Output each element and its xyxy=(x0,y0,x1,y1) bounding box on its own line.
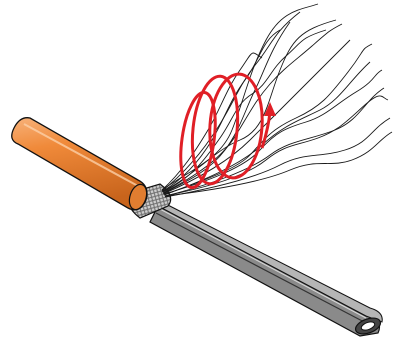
inner-cable-body xyxy=(150,206,380,336)
inner-cable-groove xyxy=(156,213,368,324)
inner-cable xyxy=(150,201,383,337)
cable-jacket-body xyxy=(12,118,147,210)
wire xyxy=(162,4,318,190)
inner-cable-top-face xyxy=(158,201,382,322)
cable-jacket xyxy=(12,118,150,212)
inner-cable-highlight xyxy=(158,208,366,318)
